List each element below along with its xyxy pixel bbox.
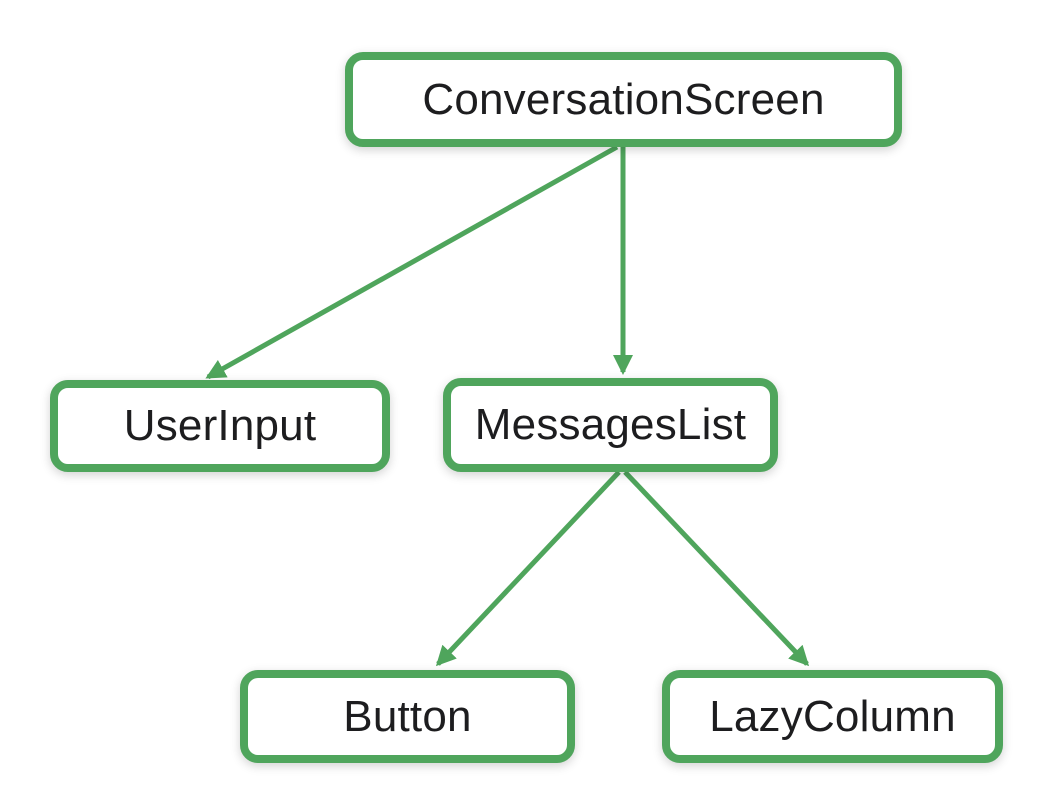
node-user-input-label: UserInput — [123, 401, 317, 450]
edge-messageslist-lazycolumn — [623, 470, 810, 667]
node-messages-list-label: MessagesList — [474, 400, 747, 449]
node-button-label: Button — [343, 691, 472, 741]
edge-conversationscreen-userinput — [205, 144, 619, 380]
node-messages-list: MessagesList — [443, 378, 778, 472]
node-conversation-screen: ConversationScreen — [345, 52, 902, 147]
node-lazy-column: LazyColumn — [662, 670, 1003, 763]
edge-messageslist-button — [435, 470, 621, 667]
node-lazy-column-label: LazyColumn — [709, 691, 956, 741]
node-conversation-screen-label: ConversationScreen — [422, 74, 825, 124]
node-button: Button — [240, 670, 575, 763]
node-user-input: UserInput — [50, 380, 390, 472]
